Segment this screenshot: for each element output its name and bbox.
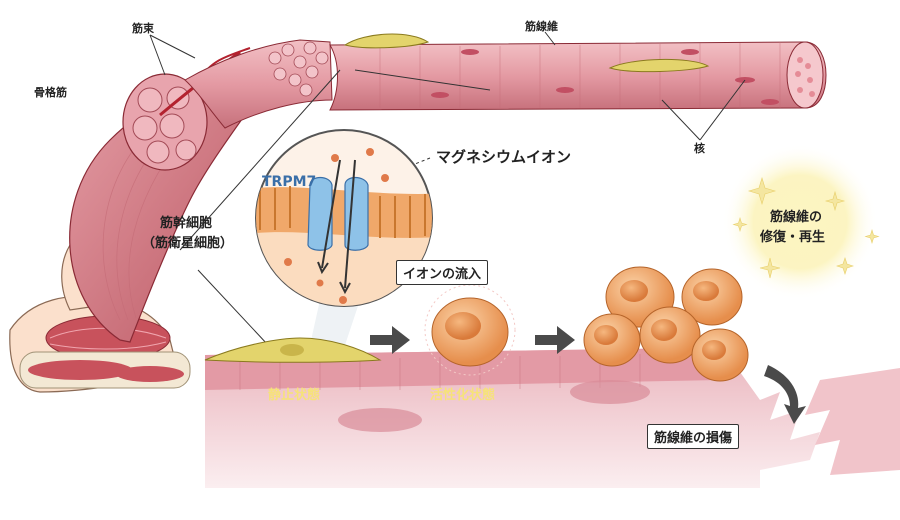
label-magnesium-ion: マグネシウムイオン bbox=[436, 148, 572, 166]
magnesium-ions bbox=[284, 148, 389, 304]
activated-cell-nucleus bbox=[445, 312, 481, 340]
label-fiber-damage: 筋線維の損傷 bbox=[647, 424, 740, 449]
damaged-fiber-piece bbox=[805, 368, 900, 475]
arrow-icon-1 bbox=[370, 326, 410, 354]
muscle-fiber bbox=[329, 41, 827, 111]
fascicle-cross-section bbox=[122, 47, 251, 171]
curved-arrow-icon bbox=[764, 365, 806, 424]
label-muscle-fiber: 筋線維 bbox=[525, 20, 558, 33]
label-trpm7: TRPM7 bbox=[262, 174, 317, 190]
label-satellite-cell: 筋幹細胞 bbox=[160, 216, 213, 231]
activated-cell-halo bbox=[424, 284, 516, 376]
tissue-nucleus-left bbox=[338, 408, 422, 432]
fascicle-ends bbox=[268, 41, 329, 97]
sparkle-icons bbox=[732, 176, 880, 279]
label-quiescent-state: 静止状態 bbox=[268, 388, 321, 403]
label-repair-line1: 筋線維の bbox=[770, 210, 823, 225]
quiescent-cell-nucleus bbox=[280, 344, 304, 356]
proliferating-nuclei bbox=[594, 280, 726, 360]
leader-lines bbox=[149, 31, 746, 346]
fiber-satellite-cell-top bbox=[343, 33, 430, 49]
magnifier-lens bbox=[255, 129, 433, 345]
label-ion-influx: イオンの流入 bbox=[396, 260, 489, 285]
ion-arrows bbox=[317, 159, 356, 295]
label-repair-line2: 修復・再生 bbox=[760, 230, 826, 245]
arrow-icon-2 bbox=[535, 326, 575, 354]
label-fascicle: 筋束 bbox=[132, 22, 154, 35]
label-skeletal-muscle: 骨格筋 bbox=[34, 86, 67, 99]
label-nucleus: 核 bbox=[694, 142, 705, 155]
tissue-nucleus-right bbox=[570, 380, 650, 404]
fiber-satellite-cell-mid bbox=[608, 58, 710, 73]
label-satellite-cell-alt: （筋衛星細胞） bbox=[142, 236, 234, 251]
label-activated-state: 活性化状態 bbox=[430, 388, 496, 403]
